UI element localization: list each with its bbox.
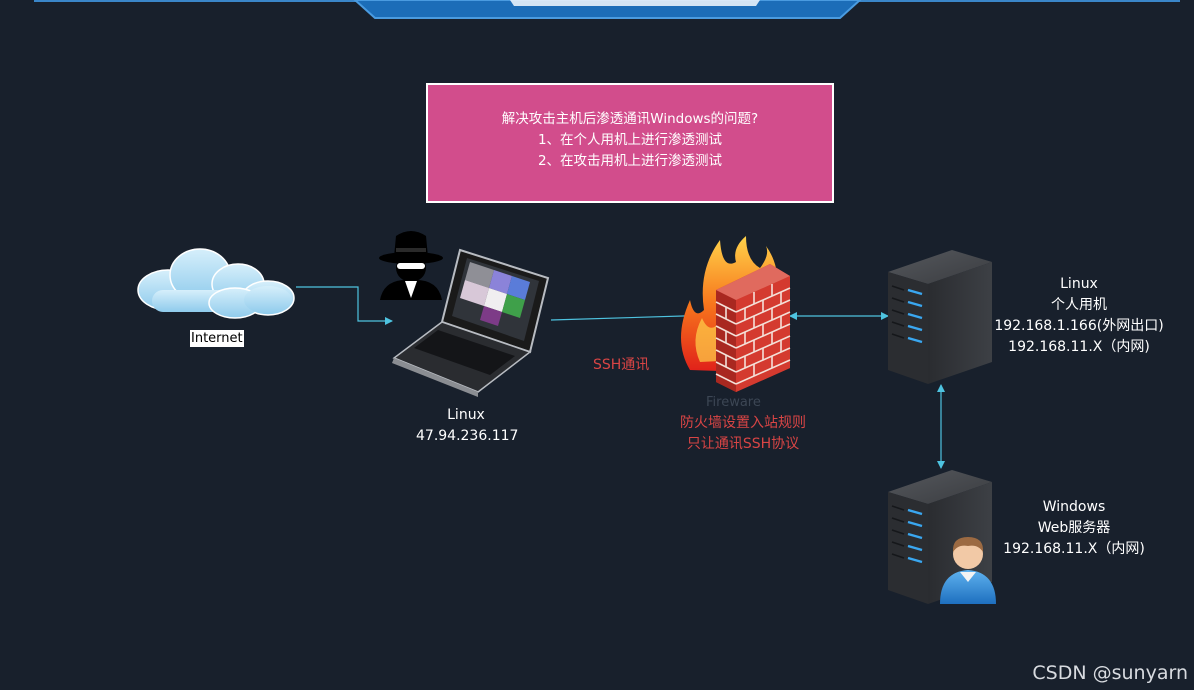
user-person-icon [940, 537, 996, 604]
firewall-rule-label: 防火墙设置入站规则 只让通讯SSH协议 [672, 413, 814, 455]
firewall-rule-line-2: 只让通讯SSH协议 [686, 436, 800, 452]
web-server-label: Windows Web服务器 192.168.11.X（内网) [994, 497, 1154, 560]
internet-cloud-icon [137, 248, 295, 319]
problem-note-line-3: 2、在攻击用机上进行渗透测试 [537, 152, 723, 169]
csdn-watermark: CSDN @sunyarn [1032, 662, 1188, 684]
personal-server-os: Linux [1060, 276, 1098, 292]
problem-note-box: 解决攻击主机后渗透通讯Windows的问题? 1、在个人用机上进行渗透测试 2、… [426, 83, 834, 203]
problem-note-line-1: 解决攻击主机后渗透通讯Windows的问题? [501, 110, 759, 127]
attacker-ip: 47.94.236.117 [416, 428, 519, 444]
attacker-os: Linux [447, 407, 485, 423]
web-server-ip-internal: 192.168.11.X（内网) [1003, 541, 1145, 557]
connector-internet-to-laptop [296, 286, 393, 325]
web-server-role: Web服务器 [1037, 520, 1111, 536]
personal-server-label: Linux 个人用机 192.168.1.166(外网出口) 192.168.1… [994, 274, 1164, 358]
personal-server-ip-external: 192.168.1.166(外网出口) [994, 318, 1164, 334]
ssh-connection-label: SSH通讯 [593, 357, 650, 373]
title-banner [34, 0, 1180, 19]
laptop-icon [392, 248, 550, 397]
firewall-icon [681, 236, 791, 392]
hacker-icon [379, 231, 443, 300]
problem-note-line-2: 1、在个人用机上进行渗透测试 [537, 131, 723, 148]
firewall-rule-line-1: 防火墙设置入站规则 [680, 415, 806, 431]
web-server-os: Windows [1042, 499, 1106, 515]
internet-label: Internet [190, 330, 244, 347]
linux-server-icon [888, 250, 992, 384]
attacker-label: Linux 47.94.236.117 [416, 405, 519, 447]
personal-server-ip-internal: 192.168.11.X（内网) [1008, 339, 1150, 355]
firewall-caption: Fireware [706, 395, 761, 410]
personal-server-role: 个人用机 [1051, 297, 1107, 313]
